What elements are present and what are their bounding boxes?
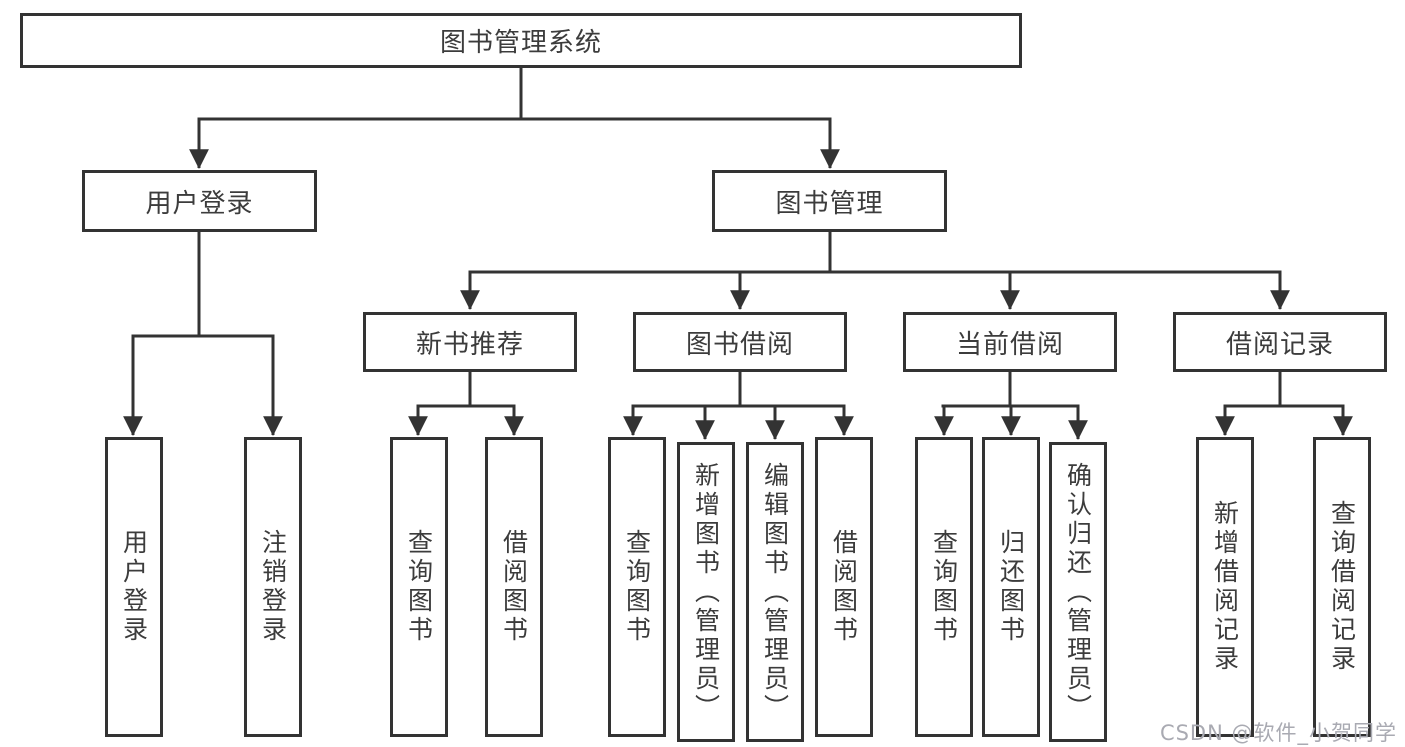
leaf-query-borrow-record: 查询借阅记录: [1313, 437, 1371, 737]
node-user-login: 用户登录: [82, 170, 317, 232]
node-user-login-label: 用户登录: [145, 188, 254, 219]
leaf-query-books-1: 查询图书: [390, 437, 448, 737]
node-book-borrow: 图书借阅: [633, 312, 847, 372]
node-new-book-recommend-label: 新书推荐: [415, 329, 524, 360]
node-borrow-records-label: 借阅记录: [1225, 329, 1334, 360]
leaf-return-book: 归还图书: [982, 437, 1040, 737]
leaf-logout-login-label: 注销登录: [258, 529, 288, 645]
node-current-borrow: 当前借阅: [903, 312, 1117, 372]
node-current-borrow-label: 当前借阅: [955, 329, 1064, 360]
leaf-query-books-2: 查询图书: [608, 437, 666, 737]
leaf-return-book-label: 归还图书: [996, 529, 1026, 645]
leaf-confirm-return-admin: 确认归还（管理员）: [1049, 442, 1107, 742]
leaf-query-books-2-label: 查询图书: [622, 529, 652, 645]
leaf-add-borrow-record: 新增借阅记录: [1196, 437, 1254, 737]
node-root: 图书管理系统: [20, 13, 1022, 68]
leaf-query-books-3: 查询图书: [915, 437, 973, 737]
leaf-add-book-admin: 新增图书（管理员）: [677, 442, 735, 742]
node-borrow-records: 借阅记录: [1173, 312, 1387, 372]
leaf-add-borrow-record-label: 新增借阅记录: [1210, 500, 1240, 674]
leaf-user-login-label: 用户登录: [119, 529, 149, 645]
node-root-label: 图书管理系统: [439, 28, 602, 58]
leaf-borrow-books-1-label: 借阅图书: [499, 529, 529, 645]
leaf-borrow-books-1: 借阅图书: [485, 437, 543, 737]
node-book-borrow-label: 图书借阅: [685, 329, 794, 360]
leaf-borrow-books-2: 借阅图书: [815, 437, 873, 737]
csdn-watermark: CSDN @软件_小贺同学: [1159, 721, 1397, 745]
node-new-book-recommend: 新书推荐: [363, 312, 577, 372]
leaf-query-books-3-label: 查询图书: [929, 529, 959, 645]
node-book-management-label: 图书管理: [775, 188, 884, 219]
leaf-edit-book-admin-label: 编辑图书（管理员）: [760, 461, 790, 723]
leaf-query-borrow-record-label: 查询借阅记录: [1327, 500, 1357, 674]
leaf-user-login: 用户登录: [105, 437, 163, 737]
leaf-query-books-1-label: 查询图书: [404, 529, 434, 645]
leaf-confirm-return-admin-label: 确认归还（管理员）: [1063, 461, 1093, 723]
leaf-logout-login: 注销登录: [244, 437, 302, 737]
leaf-edit-book-admin: 编辑图书（管理员）: [746, 442, 804, 742]
leaf-add-book-admin-label: 新增图书（管理员）: [691, 461, 721, 723]
leaf-borrow-books-2-label: 借阅图书: [829, 529, 859, 645]
node-book-management: 图书管理: [712, 170, 947, 232]
